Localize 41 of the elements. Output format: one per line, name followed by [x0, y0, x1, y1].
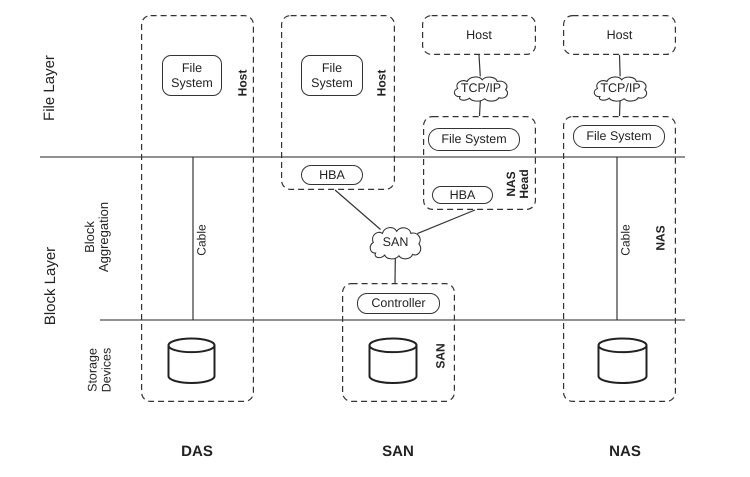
group-label: NAS Head [505, 168, 531, 201]
component-pill: File System [573, 125, 665, 148]
connector-line [618, 54, 621, 76]
group-label: SAN [434, 342, 448, 371]
group-label: Host [376, 68, 388, 98]
connector-line [394, 258, 396, 283]
layer-label: Block Layer [43, 246, 59, 328]
dashed-group [563, 116, 676, 402]
column-title: SAN [381, 444, 415, 460]
component-pill: HBA [301, 165, 363, 185]
dashed-group [342, 283, 455, 402]
connector-line [618, 100, 621, 116]
dashed-node: Host [422, 15, 536, 55]
network-cloud: TCP/IP [451, 75, 511, 102]
component-pill: File System [301, 55, 363, 96]
column-title: NAS [608, 444, 642, 460]
disk-cylinder [368, 337, 418, 386]
disk-cylinder [167, 337, 216, 386]
layer-label: File Layer [42, 54, 58, 123]
dashed-group [281, 15, 395, 190]
component-pill: Controller [357, 293, 440, 314]
column-title: DAS [180, 444, 214, 460]
dashed-node: Host [563, 15, 676, 55]
group-label: Host [236, 68, 250, 98]
connector-line [478, 54, 481, 76]
component-pill: File System [428, 128, 520, 151]
cable-label: Cable [196, 223, 208, 258]
component-pill: HBA [432, 186, 493, 204]
connector-line [334, 190, 381, 230]
network-cloud: TCP/IP [591, 75, 650, 102]
component-pill: File System [162, 55, 222, 96]
cable-label: Cable [620, 223, 632, 258]
sublayer-label: Block Aggregation [83, 200, 111, 274]
dashed-group [423, 116, 536, 210]
sublayer-label: Storage Devices [86, 346, 114, 394]
network-cloud: SAN [367, 225, 424, 260]
connector-line [478, 100, 481, 116]
disk-cylinder [597, 337, 648, 386]
dashed-group [141, 15, 254, 402]
connector-line [417, 209, 476, 234]
group-label: NAS [654, 224, 668, 253]
